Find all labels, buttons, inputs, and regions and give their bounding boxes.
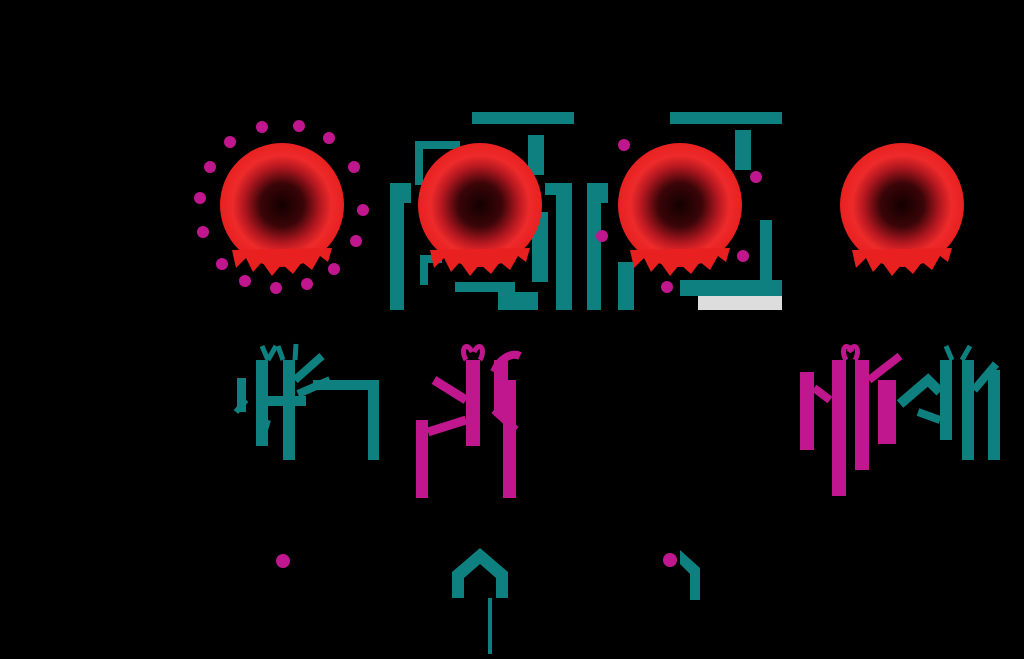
red-blood-cell-o [840, 143, 964, 276]
anti-b-antibodies [233, 343, 379, 460]
anti-a-antibodies [416, 344, 522, 498]
a-antigen-icon [276, 554, 290, 568]
anti-a-and-anti-b-antibodies [800, 344, 1000, 496]
red-blood-cell-b [390, 112, 574, 310]
b-antigens-ab [587, 112, 782, 310]
red-blood-cell-a [194, 120, 369, 294]
red-blood-cell-ab [587, 112, 782, 310]
a-and-b-antigen-icon [663, 550, 700, 600]
b-antigen-icon [452, 548, 508, 654]
highlight-bar [698, 296, 782, 310]
a-antigens [194, 120, 369, 294]
a-antigens-ab [596, 139, 762, 293]
